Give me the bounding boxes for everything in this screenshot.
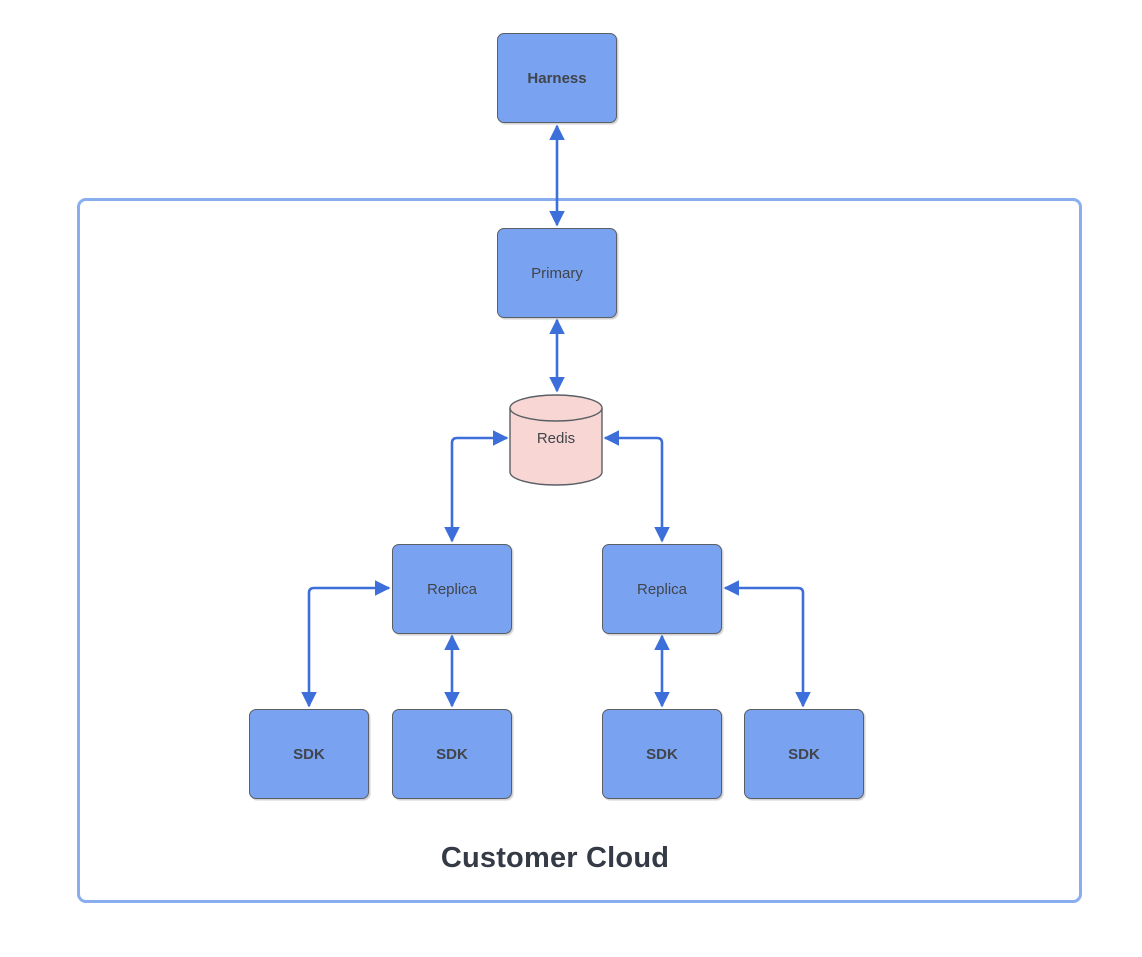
node-primary-label: Primary <box>531 264 583 282</box>
node-replica-left: Replica <box>392 544 512 634</box>
node-sdk-4-label: SDK <box>788 745 820 763</box>
customer-cloud-boundary <box>77 198 1082 903</box>
node-sdk-3-label: SDK <box>646 745 678 763</box>
node-harness: Harness <box>497 33 617 123</box>
node-harness-label: Harness <box>527 69 587 87</box>
customer-cloud-title: Customer Cloud <box>440 842 670 874</box>
node-sdk-2: SDK <box>392 709 512 799</box>
node-sdk-2-label: SDK <box>436 745 468 763</box>
node-replica-right: Replica <box>602 544 722 634</box>
node-sdk-1: SDK <box>249 709 369 799</box>
node-sdk-4: SDK <box>744 709 864 799</box>
node-sdk-1-label: SDK <box>293 745 325 763</box>
node-replica-left-label: Replica <box>426 580 478 598</box>
node-primary: Primary <box>497 228 617 318</box>
node-replica-right-label: Replica <box>636 580 688 598</box>
node-redis-label: Redis <box>536 430 576 447</box>
node-sdk-3: SDK <box>602 709 722 799</box>
